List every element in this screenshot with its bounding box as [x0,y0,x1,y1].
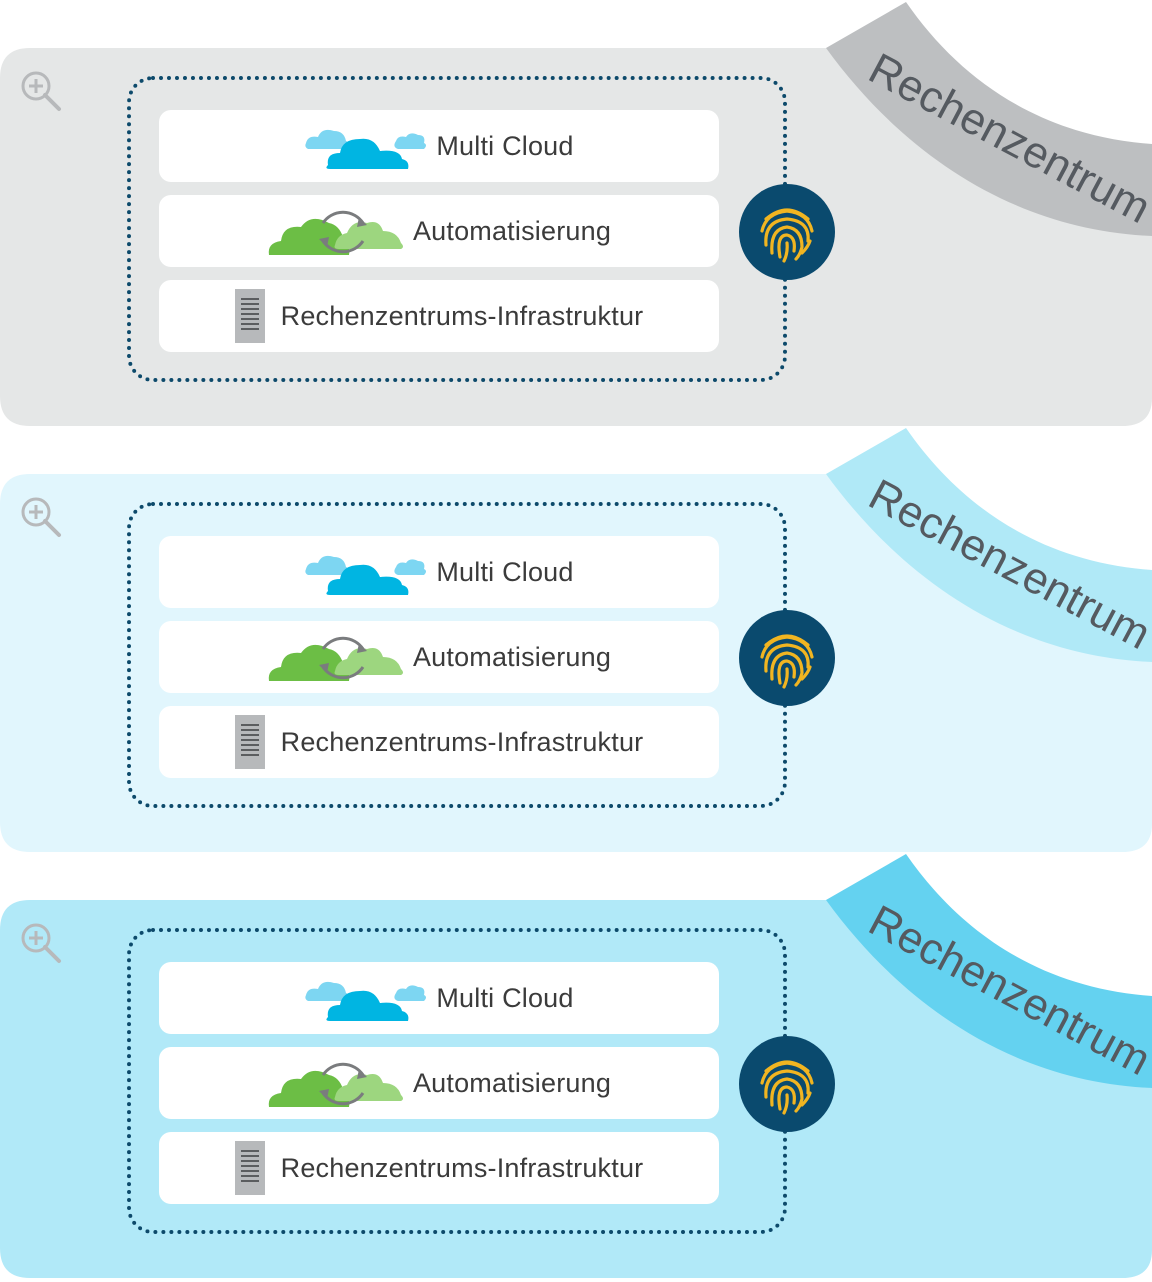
row-rechenzentrums-infrastruktur[interactable]: Rechenzentrums-Infrastruktur [159,1132,719,1204]
panel-blue: Rechenzentrum Multi Cloud Automatisierun… [0,852,1152,1278]
cloud-icon [304,549,428,595]
cloud-icon [304,975,428,1021]
cloud-sync-icon [267,1053,405,1113]
row-automatisierung[interactable]: Automatisierung [159,621,719,693]
row-label: Multi Cloud [436,556,574,587]
row-label: Rechenzentrums-Infrastruktur [280,726,644,757]
server-rack-icon [234,715,265,769]
zoom-in-icon[interactable] [18,920,62,964]
zoom-in-icon[interactable] [18,68,62,112]
panel-grey: Rechenzentrum Multi Cloud Automatisierun… [0,0,1152,426]
row-rechenzentrums-infrastruktur[interactable]: Rechenzentrums-Infrastruktur [159,706,719,778]
row-label: Automatisierung [412,641,612,672]
server-rack-icon [234,289,265,343]
row-automatisierung[interactable]: Automatisierung [159,195,719,267]
row-label: Rechenzentrums-Infrastruktur [280,1152,644,1183]
row-multi-cloud[interactable]: Multi Cloud [159,536,719,608]
server-rack-icon [234,1141,265,1195]
row-label: Automatisierung [412,215,612,246]
row-multi-cloud[interactable]: Multi Cloud [159,110,719,182]
row-label: Multi Cloud [436,130,574,161]
fingerprint-icon[interactable] [739,184,835,280]
row-automatisierung[interactable]: Automatisierung [159,1047,719,1119]
row-label: Multi Cloud [436,982,574,1013]
zoom-in-icon[interactable] [18,494,62,538]
row-multi-cloud[interactable]: Multi Cloud [159,962,719,1034]
panel-light-blue: Rechenzentrum Multi Cloud Automatisierun… [0,426,1152,852]
fingerprint-icon[interactable] [739,1036,835,1132]
cloud-sync-icon [267,201,405,261]
cloud-sync-icon [267,627,405,687]
fingerprint-icon[interactable] [739,610,835,706]
row-label: Automatisierung [412,1067,612,1098]
row-rechenzentrums-infrastruktur[interactable]: Rechenzentrums-Infrastruktur [159,280,719,352]
row-label: Rechenzentrums-Infrastruktur [280,300,644,331]
cloud-icon [304,123,428,169]
